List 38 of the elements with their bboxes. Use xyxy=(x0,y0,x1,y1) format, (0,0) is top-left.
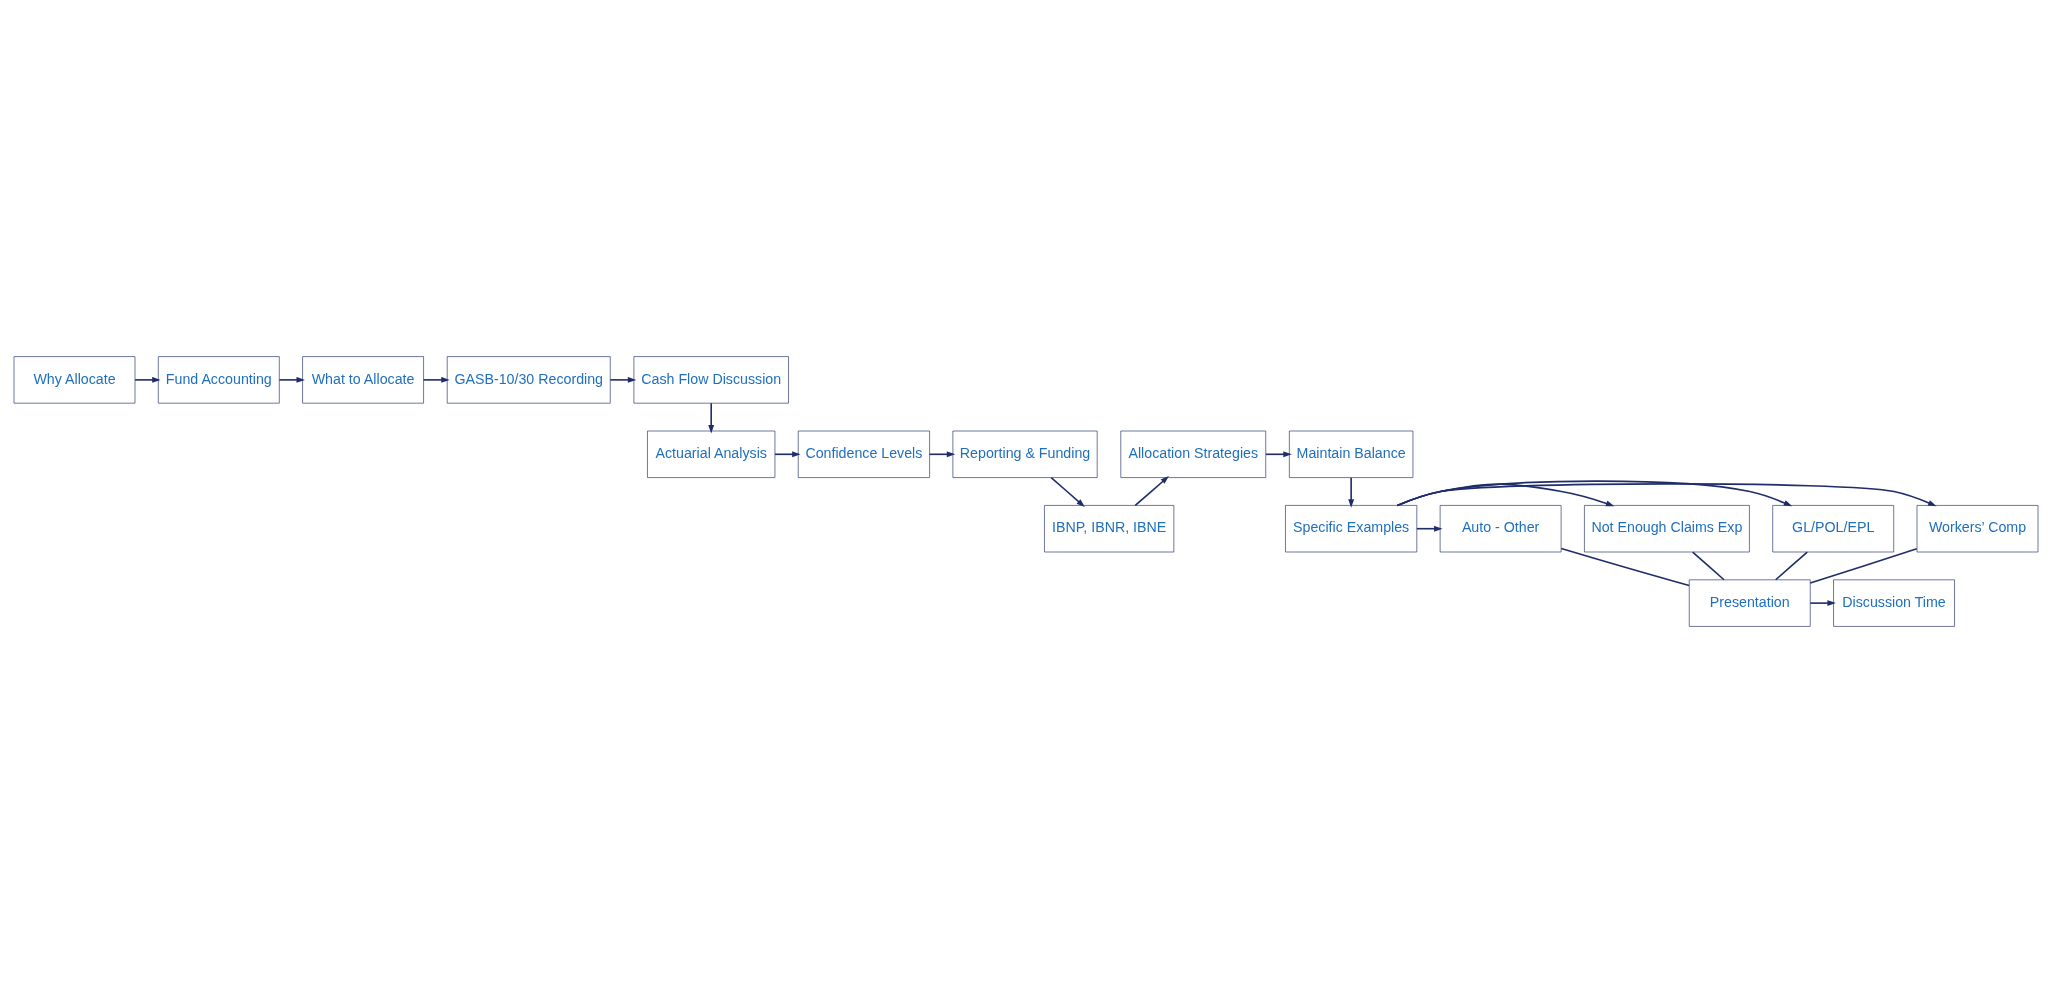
node-box: Auto - Other xyxy=(1439,505,1562,553)
arrow xyxy=(928,451,956,458)
arrow xyxy=(1134,476,1169,507)
arrow xyxy=(1416,525,1443,532)
node-box: Specific Examples xyxy=(1285,505,1418,553)
node-box: Presentation xyxy=(1688,579,1811,627)
node-box: Discussion Time xyxy=(1833,579,1955,627)
node-box: Reporting & Funding xyxy=(952,430,1098,478)
arrow xyxy=(708,402,715,434)
node-box: Confidence Levels xyxy=(797,430,930,478)
connector xyxy=(1560,547,1690,587)
arrow xyxy=(1050,476,1085,507)
node-box: GL/POL/EPL xyxy=(1772,505,1895,553)
arrow xyxy=(1396,483,1937,507)
node-box: Maintain Balance xyxy=(1289,430,1414,478)
arrow xyxy=(774,451,801,458)
arrow xyxy=(1396,483,1615,507)
node-box: Cash Flow Discussion xyxy=(633,356,789,404)
arrow xyxy=(1265,451,1292,458)
connector xyxy=(1809,548,1918,584)
arrow xyxy=(609,376,637,383)
node-box: Fund Accounting xyxy=(157,356,280,404)
node-box: IBNP, IBNR, IBNE xyxy=(1044,505,1175,553)
node-box: What to Allocate xyxy=(302,356,424,404)
arrow xyxy=(422,376,450,383)
arrow xyxy=(1809,600,1836,607)
node-box: GASB-10/30 Recording xyxy=(446,356,611,404)
node-box: Not Enough Claims Exp xyxy=(1584,505,1750,553)
node-box: Workers’ Comp xyxy=(1916,505,2039,553)
connector xyxy=(1691,551,1725,581)
arrow xyxy=(134,376,161,383)
node-box: Actuarial Analysis xyxy=(647,430,776,478)
arrow xyxy=(1396,480,1793,507)
node-box: Allocation Strategies xyxy=(1120,430,1267,478)
node-box: Why Allocate xyxy=(13,356,136,404)
arrow xyxy=(1348,476,1355,508)
arrow xyxy=(278,376,305,383)
connector xyxy=(1774,551,1809,581)
